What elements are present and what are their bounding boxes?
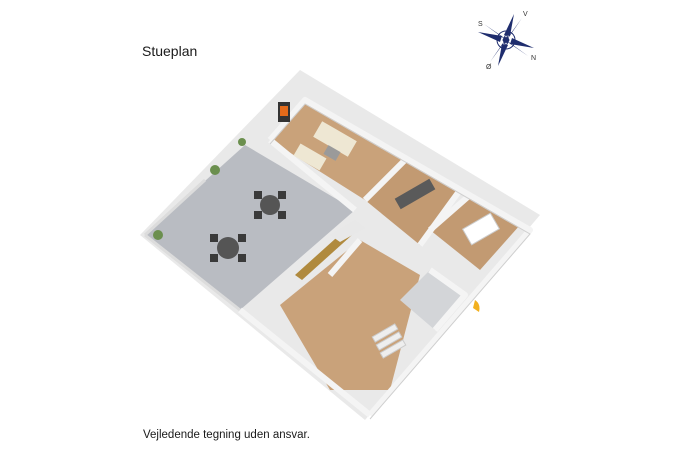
compass-west-label: V: [523, 11, 528, 18]
plant: [210, 165, 220, 175]
coffee-table: [323, 145, 341, 161]
sofa: [313, 121, 357, 157]
terrace-table: [210, 234, 246, 262]
terrace-table: [254, 191, 286, 219]
compass-rose-icon: S V N Ø: [470, 6, 540, 74]
sofa: [293, 143, 327, 171]
compass-north-label: N: [531, 55, 537, 62]
staircase: [371, 323, 407, 359]
page-title: Stueplan: [142, 43, 198, 59]
compass-east-label: Ø: [486, 64, 492, 71]
disclaimer-text: Vejledende tegning uden ansvar.: [143, 429, 310, 441]
plant: [153, 230, 163, 240]
kitchen-floor: [365, 160, 460, 245]
entrance-arrow-icon: [473, 300, 480, 312]
dining-table: [394, 178, 436, 210]
plant: [238, 138, 246, 146]
kitchen-counter: [295, 230, 352, 280]
terrace-floor: [145, 145, 355, 310]
compass-south-label: S: [478, 21, 483, 28]
floor-plan-3d: [130, 60, 550, 430]
bed: [461, 212, 501, 246]
